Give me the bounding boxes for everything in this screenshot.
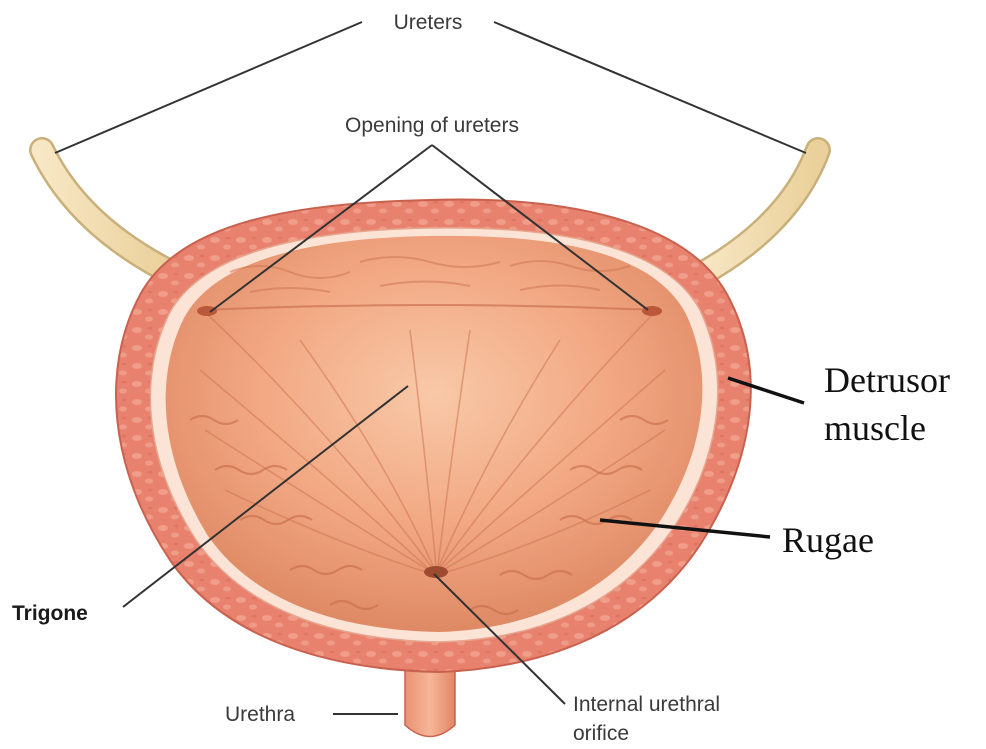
left-ureter [42, 150, 170, 272]
trigone-label: Trigone [12, 602, 88, 625]
ureters-leader-left [55, 22, 362, 153]
detrusor-label-line2: muscle [824, 408, 926, 448]
rugae-label: Rugae [782, 520, 874, 560]
left-ureter-opening [197, 306, 217, 316]
urethra-label: Urethra [225, 703, 295, 726]
ureters-leader-right [494, 22, 806, 153]
internal-urethral-label-line1: Internal urethral [573, 693, 720, 716]
detrusor-label-line1: Detrusor [824, 360, 950, 400]
internal-urethral-label-line2: orifice [573, 722, 629, 745]
opening-of-ureters-label: Opening of ureters [345, 114, 519, 137]
right-ureter [700, 150, 818, 275]
ureters-label: Ureters [394, 11, 463, 34]
